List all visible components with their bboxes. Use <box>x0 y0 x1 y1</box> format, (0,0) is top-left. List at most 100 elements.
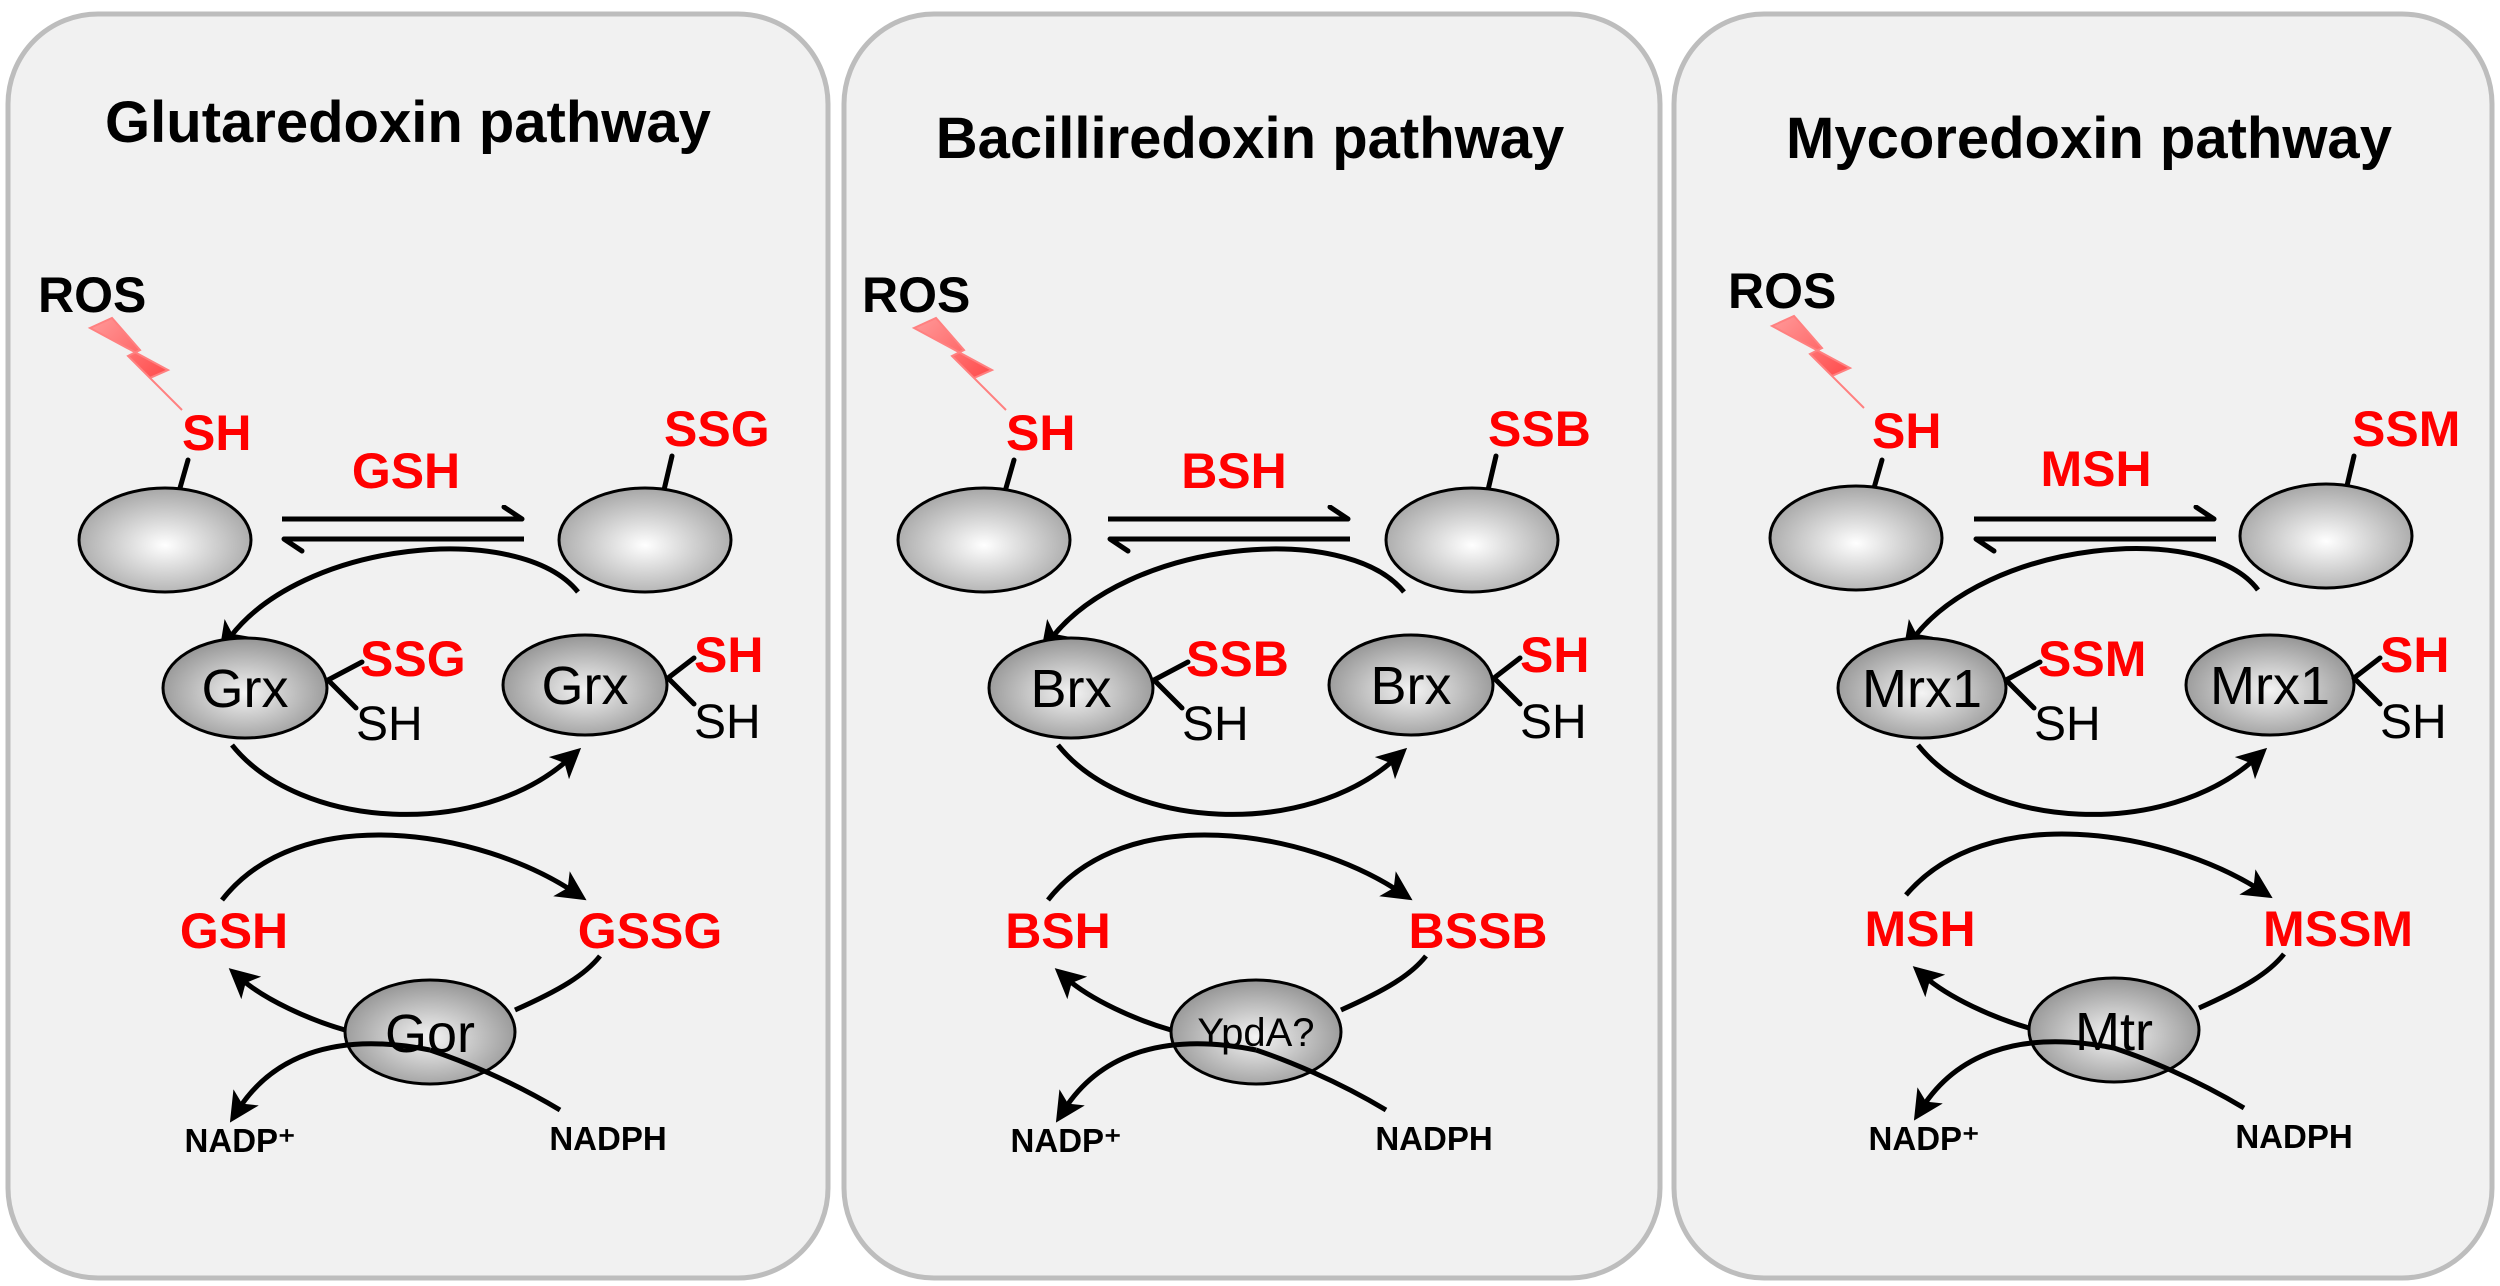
enzyme-left-label: Grx <box>202 659 289 719</box>
panel-title: Glutaredoxin pathway <box>105 90 711 155</box>
enzyme-left-bond-top <box>325 659 365 683</box>
curve-nadph-in <box>429 1047 562 1113</box>
curve-reductase-out <box>1054 968 1172 1033</box>
curve-nadp-out <box>229 1041 431 1123</box>
nadp-label: NADP⁺ <box>185 1122 296 1159</box>
mycothiolated-protein <box>2238 482 2414 590</box>
curve-middle-arrow <box>230 743 582 817</box>
enzyme-left-label: Mrx1 <box>1862 659 1982 719</box>
reduced-protein <box>1768 484 1944 592</box>
ros-label: ROS <box>38 267 146 323</box>
reduced-thiol-label: BSH <box>1005 903 1111 959</box>
enzyme-right <box>501 633 669 737</box>
enzyme-right-label: Mrx1 <box>2210 656 2330 716</box>
enzyme-right-bond-bottom <box>665 675 697 707</box>
enzyme-left <box>987 636 1155 740</box>
curve-reductase-out <box>1912 966 2030 1031</box>
curve-reductase-in <box>513 954 602 1013</box>
enzyme-left <box>1836 636 2008 740</box>
enzyme-right-bond-top <box>665 655 697 681</box>
enzyme-right-label: Grx <box>542 656 629 716</box>
enzyme-left-bond-top <box>2003 659 2043 683</box>
curve-top-arrow <box>1903 546 2261 653</box>
enzyme-right-bond-bottom <box>1491 675 1523 707</box>
substrate-sh-label: SH <box>1006 405 1075 461</box>
curve-nadp-out <box>1913 1039 2115 1121</box>
ros-icon <box>1769 314 1865 409</box>
enzyme-right-bottom-label: SH <box>2380 696 2447 749</box>
thiol-label: BSH <box>1181 443 1287 499</box>
enzyme-left-bond-top <box>1151 659 1191 683</box>
panel-box <box>5 11 831 1281</box>
thiol-label: GSH <box>352 443 460 499</box>
reductase <box>2027 976 2201 1084</box>
enzyme-right-bond-bottom <box>2351 675 2383 707</box>
nadp-label: NADP⁺ <box>1869 1120 1980 1157</box>
curve-middle-arrow <box>1916 743 2268 817</box>
curve-nadph-in <box>1255 1047 1388 1113</box>
ros-label: ROS <box>1728 263 1836 319</box>
nadph-label: NADPH <box>1375 1120 1492 1157</box>
thiol-label: MSH <box>2040 441 2151 497</box>
mixed-disulfide-bond <box>661 453 675 493</box>
glutathionylated-protein <box>557 486 733 594</box>
curve-lower-arrow <box>220 832 587 902</box>
enzyme-left-top-label: SSM <box>2038 631 2146 687</box>
enzyme-left-top-label: SSG <box>360 631 466 687</box>
enzyme-right-bottom-label: SH <box>694 696 761 749</box>
substrate-thiol-bond <box>177 457 191 491</box>
curve-lower-arrow <box>1904 831 2273 899</box>
enzyme-left-label: Brx <box>1031 659 1112 719</box>
reduced-thiol-label: GSH <box>180 903 288 959</box>
enzyme-right-bond-top <box>1491 655 1523 681</box>
curve-lower-arrow <box>1046 832 1413 902</box>
enzyme-right-top-label: SH <box>694 627 763 683</box>
curve-nadp-out <box>1055 1041 1257 1123</box>
enzyme-right-top-label: SH <box>2380 627 2449 683</box>
disulfide-label: BSSB <box>1409 903 1548 959</box>
curve-reductase-in <box>2197 952 2286 1011</box>
enzyme-left-bond-bottom <box>1151 677 1185 711</box>
reductase-label: Gor <box>385 1004 475 1064</box>
nadph-label: NADPH <box>549 1120 666 1157</box>
substrate-sh-label: SH <box>1872 403 1941 459</box>
enzyme-left-bond-bottom <box>2003 677 2037 711</box>
reduced-protein <box>77 486 253 594</box>
bacillithiolated-protein <box>1384 486 1560 594</box>
enzyme-right-label: Brx <box>1371 656 1452 716</box>
enzyme-left <box>161 636 329 740</box>
curve-middle-arrow <box>1056 743 1408 817</box>
panel-bacilliredoxin: Bacilliredoxin pathway ROS SH SSB BSH Br… <box>841 11 1663 1281</box>
mixed-disulfide-bond <box>1485 453 1499 493</box>
substrate-mixed-label: SSG <box>664 401 770 457</box>
curve-reductase-out <box>228 968 346 1033</box>
substrate-sh-label: SH <box>182 405 251 461</box>
enzyme-right <box>1327 633 1495 737</box>
panel-title: Mycoredoxin pathway <box>1786 106 2392 171</box>
curve-reductase-in <box>1339 954 1428 1013</box>
enzyme-right-bottom-label: SH <box>1520 696 1587 749</box>
curve-nadph-in <box>2113 1045 2246 1111</box>
reductase-label: Mtr <box>2075 1002 2153 1062</box>
enzyme-left-bottom-label: SH <box>1182 698 1249 751</box>
ros-icon <box>87 316 183 411</box>
reductase <box>1169 978 1343 1086</box>
nadp-label: NADP⁺ <box>1011 1122 1122 1159</box>
disulfide-label: GSSG <box>578 903 722 959</box>
substrate-thiol-bond <box>1003 457 1017 491</box>
enzyme-left-top-label: SSB <box>1186 631 1289 687</box>
nadph-label: NADPH <box>2235 1118 2352 1155</box>
substrate-thiol-bond <box>1871 457 1885 491</box>
panel-glutaredoxin: Glutaredoxin pathway ROS SH SSG GSH Grx … <box>5 11 831 1281</box>
enzyme-left-bottom-label: SH <box>2034 698 2101 751</box>
reduced-protein <box>896 486 1072 594</box>
disulfide-label: MSSM <box>2263 901 2413 957</box>
substrate-mixed-label: SSB <box>1488 401 1591 457</box>
enzyme-right <box>2184 633 2356 737</box>
panel-box <box>1671 11 2495 1281</box>
enzyme-left-bond-bottom <box>325 677 359 711</box>
reduced-thiol-label: MSH <box>1864 901 1975 957</box>
enzyme-right-bond-top <box>2351 655 2383 681</box>
panel-title: Bacilliredoxin pathway <box>936 106 1565 171</box>
enzyme-right-top-label: SH <box>1520 627 1589 683</box>
